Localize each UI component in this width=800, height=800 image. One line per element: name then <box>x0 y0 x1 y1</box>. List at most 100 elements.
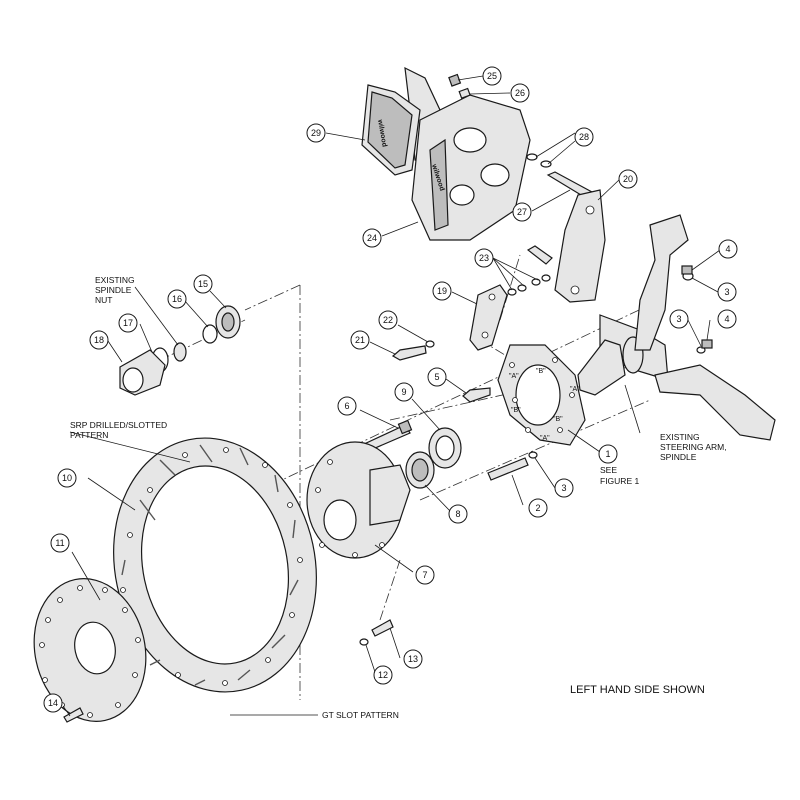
callout-9-label: 9 <box>401 387 406 397</box>
callout-11: 11 <box>50 533 70 553</box>
bleeder-screw <box>448 73 471 99</box>
callout-4-lower: 4 <box>717 309 737 329</box>
rotor-ring <box>113 437 317 693</box>
callout-2: 2 <box>528 498 548 518</box>
plate-mark-a2: "A" <box>570 386 580 393</box>
bearing <box>405 451 435 489</box>
callout-13: 13 <box>403 649 423 669</box>
existing-spindle-nut-line1: EXISTING <box>95 275 135 285</box>
washers-28 <box>526 153 552 168</box>
callout-6-label: 6 <box>344 401 349 411</box>
callout-18-label: 18 <box>94 335 104 345</box>
steering-arm-line1: EXISTING <box>660 432 700 442</box>
callout-29-label: 29 <box>311 128 321 138</box>
callout-5-label: 5 <box>434 372 439 382</box>
callout-28: 28 <box>574 127 594 147</box>
existing-spindle-nut-line2: SPINDLE <box>95 285 132 295</box>
srp-pattern-line2: PATTERN <box>70 430 108 440</box>
callout-25-label: 25 <box>487 71 497 81</box>
callout-12-label: 12 <box>378 670 388 680</box>
callout-22-label: 22 <box>383 315 393 325</box>
callout-21-label: 21 <box>355 335 365 345</box>
left-hand-side-note: LEFT HAND SIDE SHOWN <box>570 684 705 696</box>
callout-5: 5 <box>427 367 447 387</box>
bearing-race <box>428 427 462 469</box>
bolt-2 <box>487 451 538 481</box>
callout-16-label: 16 <box>172 294 182 304</box>
callout-28-label: 28 <box>579 132 589 142</box>
hub <box>306 441 411 559</box>
callout-24-label: 24 <box>367 233 377 243</box>
callout-25: 25 <box>482 66 502 86</box>
callout-14: 14 <box>43 693 63 713</box>
callout-7: 7 <box>415 565 435 585</box>
rotor-bolt-14 <box>63 707 84 723</box>
caliper-bracket <box>554 189 606 303</box>
callout-19: 19 <box>432 281 452 301</box>
mounting-plate: "A" "B" "A" "B" "B" "A" <box>497 344 586 446</box>
callout-17: 17 <box>118 313 138 333</box>
callout-18: 18 <box>89 330 109 350</box>
existing-spindle <box>577 214 776 441</box>
callout-4-lower-label: 4 <box>724 314 729 324</box>
callout-6: 6 <box>337 396 357 416</box>
callout-13-label: 13 <box>408 654 418 664</box>
callout-15-label: 15 <box>198 279 208 289</box>
callout-27-label: 27 <box>517 207 527 217</box>
see-figure-line2: FIGURE 1 <box>600 476 639 486</box>
callout-16: 16 <box>167 289 187 309</box>
spacers-23 <box>507 274 551 296</box>
steering-arm-line2: STEERING ARM, <box>660 442 727 452</box>
callout-19-label: 19 <box>437 286 447 296</box>
callout-26: 26 <box>510 83 530 103</box>
callout-9: 9 <box>394 382 414 402</box>
bolts-left-plate <box>391 340 491 403</box>
callout-3-center: 3 <box>554 478 574 498</box>
callout-3-upper: 3 <box>717 282 737 302</box>
callout-3-lower-label: 3 <box>676 314 681 324</box>
callout-20-label: 20 <box>623 174 633 184</box>
callout-24: 24 <box>362 228 382 248</box>
brake-pads: wilwood <box>361 66 441 176</box>
callout-7-label: 7 <box>422 570 427 580</box>
steering-arm-line3: SPINDLE <box>660 452 697 462</box>
callout-12: 12 <box>373 665 393 685</box>
callout-15: 15 <box>193 274 213 294</box>
callout-26-label: 26 <box>515 88 525 98</box>
callout-22: 22 <box>378 310 398 330</box>
gt-slot-pattern-label: GT SLOT PATTERN <box>322 710 399 720</box>
callout-10-label: 10 <box>62 473 72 483</box>
callout-11-label: 11 <box>55 538 64 548</box>
callout-8-label: 8 <box>455 509 460 519</box>
spindle-nuts-right <box>681 265 713 354</box>
see-figure-line1: SEE <box>600 465 617 475</box>
callout-20: 20 <box>618 169 638 189</box>
callout-3-center-label: 3 <box>561 483 566 493</box>
callout-14-label: 14 <box>48 698 58 708</box>
plate-mark-b3: "B" <box>553 416 563 423</box>
bracket-bolt <box>526 245 553 265</box>
callout-4-upper-label: 4 <box>725 244 730 254</box>
spindle-nut-kit <box>119 305 241 396</box>
callout-3-upper-label: 3 <box>724 287 729 297</box>
plate-mark-a1: "A" <box>509 373 519 380</box>
callout-1: 1 <box>598 444 618 464</box>
caliper: wilwood <box>411 94 531 241</box>
leader-lines <box>62 75 721 717</box>
callout-21: 21 <box>350 330 370 350</box>
callout-23: 23 <box>474 248 494 268</box>
pad-brand-text: wilwood <box>376 118 388 147</box>
plate-mark-b2: "B" <box>511 407 521 414</box>
bracket-19 <box>469 284 508 351</box>
callout-27: 27 <box>512 202 532 222</box>
callout-29: 29 <box>306 123 326 143</box>
callout-1-label: 1 <box>605 449 610 459</box>
callout-4-upper: 4 <box>718 239 738 259</box>
callout-3-lower: 3 <box>669 309 689 329</box>
rotor-hat <box>33 578 147 722</box>
srp-pattern-line1: SRP DRILLED/SLOTTED <box>70 420 167 430</box>
plate-mark-a3: "A" <box>540 435 550 442</box>
existing-spindle-nut-line3: NUT <box>95 295 112 305</box>
bolts-12-13 <box>359 619 394 646</box>
